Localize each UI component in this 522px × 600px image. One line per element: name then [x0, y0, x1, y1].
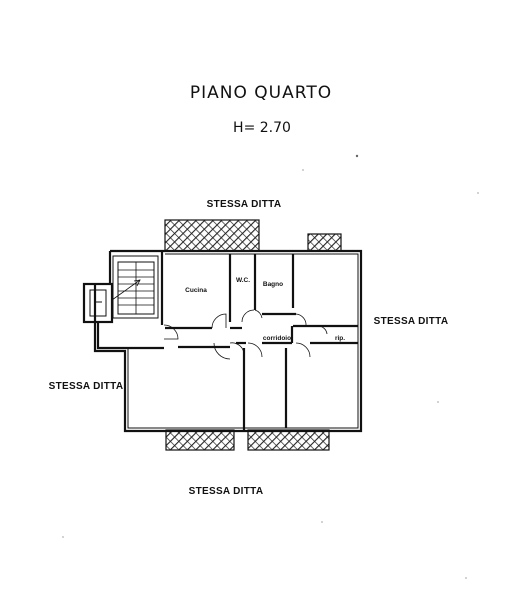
scan-noise — [62, 154, 479, 579]
neighbor-right-label: STESSA DITTA — [374, 316, 449, 327]
interior-walls — [165, 254, 358, 431]
plan-title: PIANO QUARTO — [190, 83, 332, 103]
room-label-bathroom: Bagno — [263, 281, 283, 288]
door-swings — [163, 309, 328, 360]
balcony-top-right — [307, 233, 342, 252]
neighbor-bottom-label: STESSA DITTA — [189, 486, 264, 497]
landing-wall — [96, 322, 164, 350]
room-label-wc: W.C. — [236, 277, 250, 284]
neighbor-top-label: STESSA DITTA — [207, 199, 282, 210]
balcony-top-left — [164, 219, 260, 252]
balcony-bottom-left — [165, 429, 235, 451]
outer-walls — [93, 249, 363, 433]
neighbor-left-label: STESSA DITTA — [49, 381, 124, 392]
height-label: H= 2.70 — [233, 120, 291, 136]
room-label-storage: rip. — [335, 335, 345, 342]
elevator-shaft — [82, 282, 114, 324]
balcony-bottom-right — [247, 429, 330, 451]
stairwell — [111, 255, 159, 319]
room-label-corridor: corridoio — [263, 335, 291, 342]
room-label-kitchen: Cucina — [185, 287, 207, 294]
